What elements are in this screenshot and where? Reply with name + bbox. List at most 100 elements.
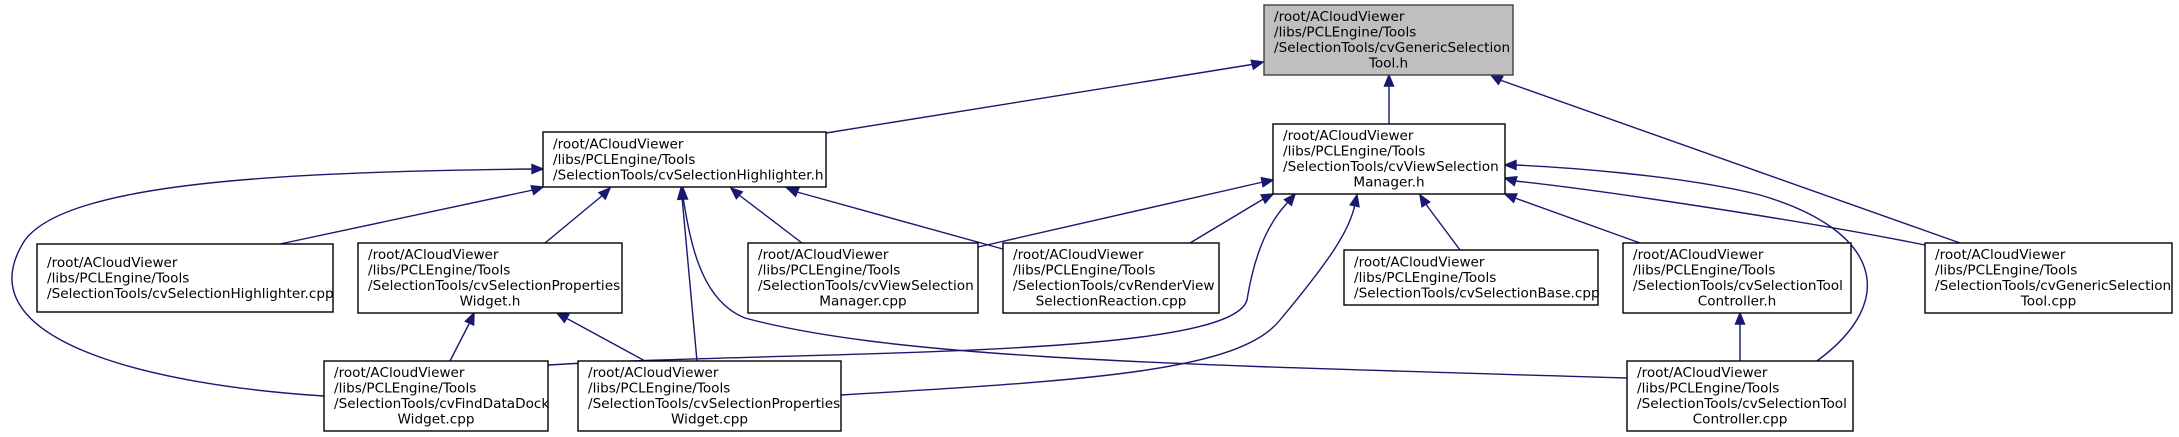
node-label-line: /SelectionTools/cvSelectionTool [1637, 396, 1847, 412]
edge-line [1514, 180, 1926, 246]
node-tool-controller-cpp[interactable]: /root/ACloudViewer/libs/PCLEngine/Tools/… [1626, 360, 1854, 432]
edge-line [1189, 197, 1266, 244]
node-label-line: /SelectionTools/cvSelectionBase.cpp [1354, 285, 1600, 301]
node-find-data-dock-cpp[interactable]: /root/ACloudViewer/libs/PCLEngine/Tools/… [323, 360, 549, 432]
edge-tool_controller_cpp-to-highlighter_h [677, 186, 1628, 379]
arrowhead-icon [1383, 73, 1395, 87]
node-label-line: /libs/PCLEngine/Tools [1013, 263, 1155, 279]
node-label-line: /root/ACloudViewer [1637, 365, 1768, 381]
node-generic-cpp[interactable]: /root/ACloudViewer/libs/PCLEngine/Tools/… [1924, 242, 2173, 314]
node-box [1924, 242, 2173, 314]
edge-line [840, 203, 1356, 396]
edge-line [1499, 79, 1961, 244]
node-tool-controller-h[interactable]: /root/ACloudViewer/libs/PCLEngine/Tools/… [1622, 242, 1852, 314]
node-label-line: /root/ACloudViewer [368, 247, 499, 263]
arrowhead-icon [677, 186, 689, 200]
node-label-line: /SelectionTools/cvViewSelection [1283, 159, 1499, 175]
arrowhead-icon [1503, 193, 1518, 204]
edge-manager_h-to-generic_h [1383, 73, 1395, 124]
node-render-reaction-cpp[interactable]: /root/ACloudViewer/libs/PCLEngine/Tools/… [1002, 242, 1220, 314]
node-highlighter-cpp[interactable]: /root/ACloudViewer/libs/PCLEngine/Tools/… [36, 243, 334, 313]
node-label-line: /SelectionTools/cvSelectionHighlighter.h [553, 167, 823, 183]
node-box [1263, 4, 1514, 76]
edge-generic_cpp-to-manager_h [1503, 176, 1926, 246]
node-label-line: /SelectionTools/cvSelectionHighlighter.c… [47, 286, 334, 302]
edge-line [1514, 164, 1868, 362]
arrowhead-icon [1260, 176, 1275, 188]
node-label-line: Widget.h [460, 294, 521, 310]
arrowhead-icon [530, 185, 545, 196]
node-box [357, 242, 623, 314]
edge-line [738, 194, 803, 244]
arrowhead-icon [1349, 193, 1360, 208]
node-box [747, 242, 979, 314]
edge-line [1424, 202, 1461, 251]
arrowhead-icon [1489, 74, 1504, 86]
arrowhead-icon [1503, 176, 1518, 187]
node-label-line: /libs/PCLEngine/Tools [368, 263, 510, 279]
edge-props_widget_cpp-to-manager_h [840, 193, 1360, 396]
edge-line [681, 196, 698, 362]
edge-manager_cpp-to-highlighter_h [729, 186, 803, 244]
node-label-line: /libs/PCLEngine/Tools [1283, 144, 1425, 160]
node-box [323, 360, 549, 432]
node-props-widget-cpp[interactable]: /root/ACloudViewer/libs/PCLEngine/Tools/… [577, 360, 842, 432]
node-label-line: /root/ACloudViewer [758, 247, 889, 263]
node-label-line: /root/ACloudViewer [1354, 254, 1485, 270]
node-label-line: /root/ACloudViewer [1274, 9, 1405, 25]
node-label-line: Widget.cpp [671, 412, 748, 428]
node-box [542, 131, 827, 188]
edge-render_reaction_cpp-to-highlighter_h [785, 187, 1011, 252]
edge-line [977, 181, 1264, 248]
node-box [1622, 242, 1852, 314]
node-label-line: /libs/PCLEngine/Tools [588, 381, 730, 397]
node-label-line: /SelectionTools/cvFindDataDock [334, 396, 549, 412]
arrowhead-icon [464, 311, 475, 326]
edge-line [449, 321, 471, 362]
edge-tool_controller_cpp-to-tool_controller_h [1734, 311, 1746, 361]
node-label-line: /libs/PCLEngine/Tools [334, 381, 476, 397]
node-box [577, 360, 842, 432]
edge-highlighter_h-to-generic_h [825, 59, 1265, 134]
node-label-line: /root/ACloudViewer [1633, 247, 1764, 263]
node-box [1626, 360, 1854, 432]
node-label-line: /libs/PCLEngine/Tools [1354, 270, 1496, 286]
node-label-line: /root/ACloudViewer [1935, 247, 2066, 263]
arrowhead-icon [531, 163, 545, 175]
node-label-line: /libs/PCLEngine/Tools [1935, 263, 2077, 279]
edge-render_reaction_cpp-to-manager_h [1189, 193, 1275, 244]
node-generic-h[interactable]: /root/ACloudViewer/libs/PCLEngine/Tools/… [1263, 4, 1514, 76]
nodes-layer: /root/ACloudViewer/libs/PCLEngine/Tools/… [36, 4, 2173, 432]
node-label-line: /libs/PCLEngine/Tools [1637, 381, 1779, 397]
node-label-line: Controller.cpp [1693, 412, 1788, 428]
node-manager-h[interactable]: /root/ACloudViewer/libs/PCLEngine/Tools/… [1272, 123, 1506, 195]
arrowhead-icon [729, 186, 744, 200]
node-label-line: Tool.h [1368, 56, 1408, 72]
node-label-line: Tool.cpp [2020, 294, 2076, 310]
arrowhead-icon [1419, 193, 1431, 208]
node-box [1002, 242, 1220, 314]
node-label-line: /SelectionTools/cvViewSelection [758, 278, 974, 294]
node-label-line: /SelectionTools/cvSelectionTool [1633, 278, 1843, 294]
edge-line [796, 191, 1011, 252]
edge-selection_base_cpp-to-manager_h [1419, 193, 1461, 251]
edge-line [544, 194, 604, 244]
node-highlighter-h[interactable]: /root/ACloudViewer/libs/PCLEngine/Tools/… [542, 131, 827, 188]
node-box [1343, 249, 1599, 306]
node-props-widget-h[interactable]: /root/ACloudViewer/libs/PCLEngine/Tools/… [357, 242, 623, 314]
node-label-line: /SelectionTools/cvGenericSelection [1935, 278, 2171, 294]
node-label-line: /libs/PCLEngine/Tools [1274, 25, 1416, 41]
edge-manager_cpp-to-manager_h [977, 176, 1275, 248]
node-label-line: /libs/PCLEngine/Tools [47, 270, 189, 286]
node-label-line: Manager.h [1353, 175, 1424, 191]
edge-line [547, 199, 1291, 366]
edge-find_data_dock_cpp-to-manager_h [547, 192, 1297, 366]
edge-find_data_dock_cpp-to-props_widget_h [449, 311, 475, 362]
node-manager-cpp[interactable]: /root/ACloudViewer/libs/PCLEngine/Tools/… [747, 242, 979, 314]
node-label-line: /SelectionTools/cvSelectionProperties [588, 396, 840, 412]
node-selection-base-cpp[interactable]: /root/ACloudViewer/libs/PCLEngine/Tools/… [1343, 249, 1600, 306]
edge-find_data_dock_cpp-to-highlighter_h [11, 163, 545, 397]
edge-highlighter_cpp-to-highlighter_h [279, 185, 545, 245]
node-label-line: /root/ACloudViewer [1283, 128, 1414, 144]
